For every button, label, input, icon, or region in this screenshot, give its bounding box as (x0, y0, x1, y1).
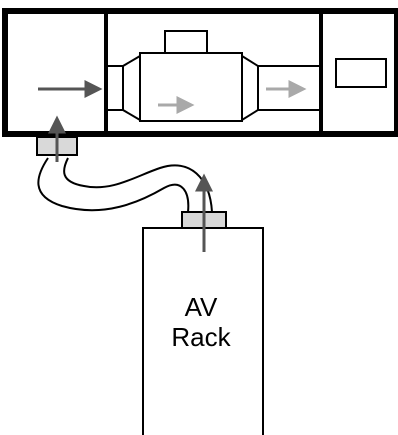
rack-label-line-1: AV (184, 292, 218, 322)
rack-label-line-2: Rack (171, 322, 231, 352)
rack-label: AV Rack (135, 292, 267, 352)
av-rack-cabinet (142, 227, 264, 435)
blower-body (139, 52, 243, 122)
blower-assembly (106, 30, 320, 122)
blower-motor-box (164, 30, 208, 54)
blower-inlet-taper (122, 54, 141, 122)
filter-panel (335, 58, 387, 88)
blower-outlet-taper (241, 54, 259, 122)
blower-outlet-duct (257, 65, 320, 111)
blower-inlet-flange (106, 65, 124, 111)
flex-duct-left (37, 157, 213, 213)
